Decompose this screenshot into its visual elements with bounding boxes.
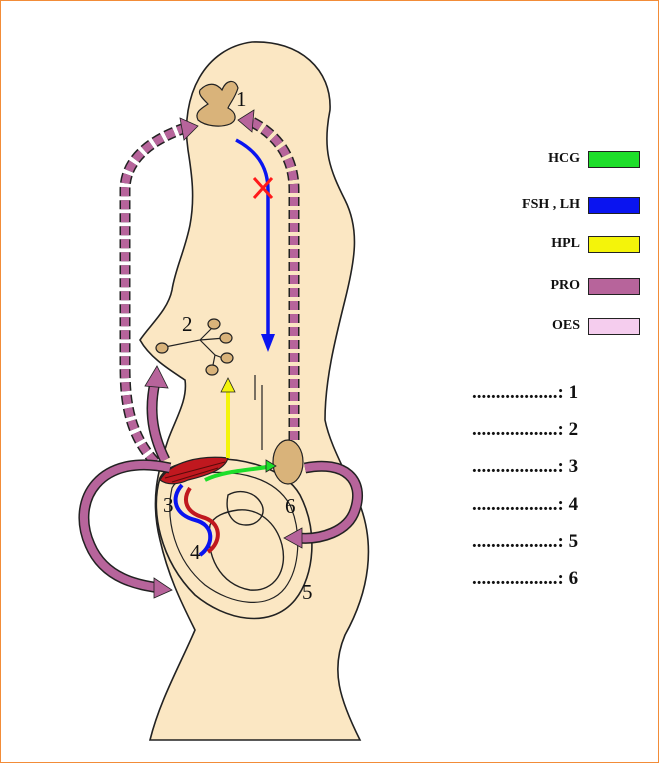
legend-label-oes: OES (470, 318, 580, 334)
ovary (273, 440, 303, 484)
label-2: 2 (182, 312, 193, 337)
legend-swatch-oes (588, 318, 640, 335)
legend-label-fsh-lh: FSH , LH (470, 197, 580, 213)
legend-label-hpl: HPL (470, 236, 580, 252)
answer-line-5[interactable]: ..................: 5 (472, 531, 578, 553)
legend-label-hcg: HCG (470, 151, 580, 167)
legend-label-pro: PRO (470, 278, 580, 294)
legend-swatch-hcg (588, 151, 640, 168)
label-6: 6 (285, 494, 296, 519)
answer-line-1[interactable]: ..................: 1 (472, 382, 578, 404)
label-5: 5 (302, 580, 313, 605)
answer-line-3[interactable]: ..................: 3 (472, 456, 578, 478)
answer-line-6[interactable]: ..................: 6 (472, 568, 578, 590)
legend-swatch-fsh-lh (588, 197, 640, 214)
pro-breast-arrowhead (145, 366, 168, 388)
legend-swatch-hpl (588, 236, 640, 253)
label-1: 1 (236, 87, 247, 112)
label-4: 4 (190, 540, 201, 565)
legend-swatch-pro (588, 278, 640, 295)
left-loop-arrowhead (154, 578, 172, 598)
label-3: 3 (163, 493, 174, 518)
body-silhouette (140, 42, 368, 740)
answer-line-2[interactable]: ..................: 2 (472, 419, 578, 441)
answer-line-4[interactable]: ..................: 4 (472, 494, 578, 516)
